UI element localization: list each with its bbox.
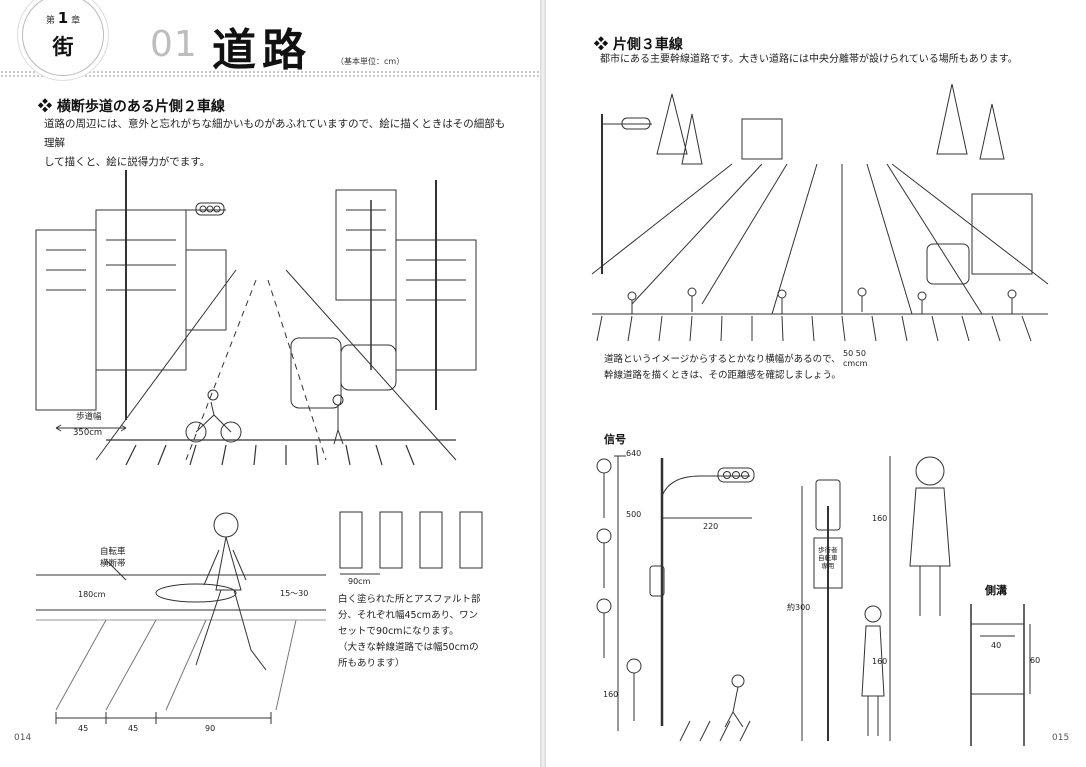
unit-note: （基本単位：cm）	[336, 57, 405, 66]
right-body: 都市にある主要幹線道路です。大きい道路には中央分離帯が設けられている場所もありま…	[600, 54, 1018, 65]
signal-arm-220: 220	[703, 522, 719, 531]
crosswalk-stripe-diagram	[339, 511, 483, 575]
stripe-caption: 白く塗られた所とアスファルト部 分、それぞれ幅45cmあり、ワン セットで90c…	[338, 594, 481, 669]
right-caption: 道路というイメージからするとかなり横幅があるので、 幹線道路を描くときは、その距…	[604, 354, 841, 381]
page-number-right: 015	[1052, 733, 1070, 743]
bike-lane-width: 180cm	[78, 590, 106, 599]
stripe-width-label: 90cm	[348, 577, 371, 586]
chapter-badge: 第 1 章 街	[22, 0, 104, 76]
signal-height-640: 640	[626, 449, 642, 458]
ped-sign-text: 歩行者自転車専用	[818, 546, 838, 570]
ped-person-height: 160	[872, 514, 888, 523]
page-number-left: 014	[14, 733, 32, 743]
signal-heading: 信号	[604, 433, 626, 446]
gutter-width: 40	[991, 641, 1002, 650]
right-heading: ❖ 片側３車線	[594, 37, 683, 53]
ped-height: 160	[872, 657, 888, 666]
diamond-bullet-icon: ❖	[594, 37, 613, 53]
sidewalk-width-label: 歩道幅	[76, 412, 102, 422]
stripe-gap-label: 15～30	[280, 589, 309, 598]
signal-height-500: 500	[626, 510, 642, 519]
chapter-name: 街	[52, 35, 74, 59]
left-body: 道路の周辺には、意外と忘れがちな細かいものがあふれていますので、絵に描くときはそ…	[44, 118, 506, 168]
left-heading: ❖ 横断歩道のある片側２車線	[38, 99, 225, 115]
dim-45-b: 45	[128, 724, 139, 733]
arterial-road-illustration	[591, 83, 1049, 342]
section-title: 道路	[212, 25, 312, 76]
ped-signal-height: 約300	[787, 603, 811, 612]
page-gutter	[540, 0, 546, 767]
street-illustration	[35, 170, 477, 466]
bike-crossing-illustration	[36, 512, 326, 724]
header-dotted-rule	[0, 70, 540, 77]
signal-dimension-diagram	[596, 455, 1031, 746]
bike-crossing-label: 自転車横断帯	[100, 547, 126, 569]
section-number: 01	[150, 24, 198, 65]
sidewalk-width-value: 350cm	[73, 428, 103, 438]
diamond-bullet-icon: ❖	[38, 99, 57, 115]
signal-person-160: 160	[603, 690, 619, 699]
dim-90: 90	[205, 724, 216, 733]
gutter-heading: 側溝	[985, 584, 1007, 597]
chapter-number: 第 1 章	[45, 9, 81, 27]
dim-45-a: 45	[78, 724, 89, 733]
gutter-height: 60	[1030, 656, 1041, 665]
